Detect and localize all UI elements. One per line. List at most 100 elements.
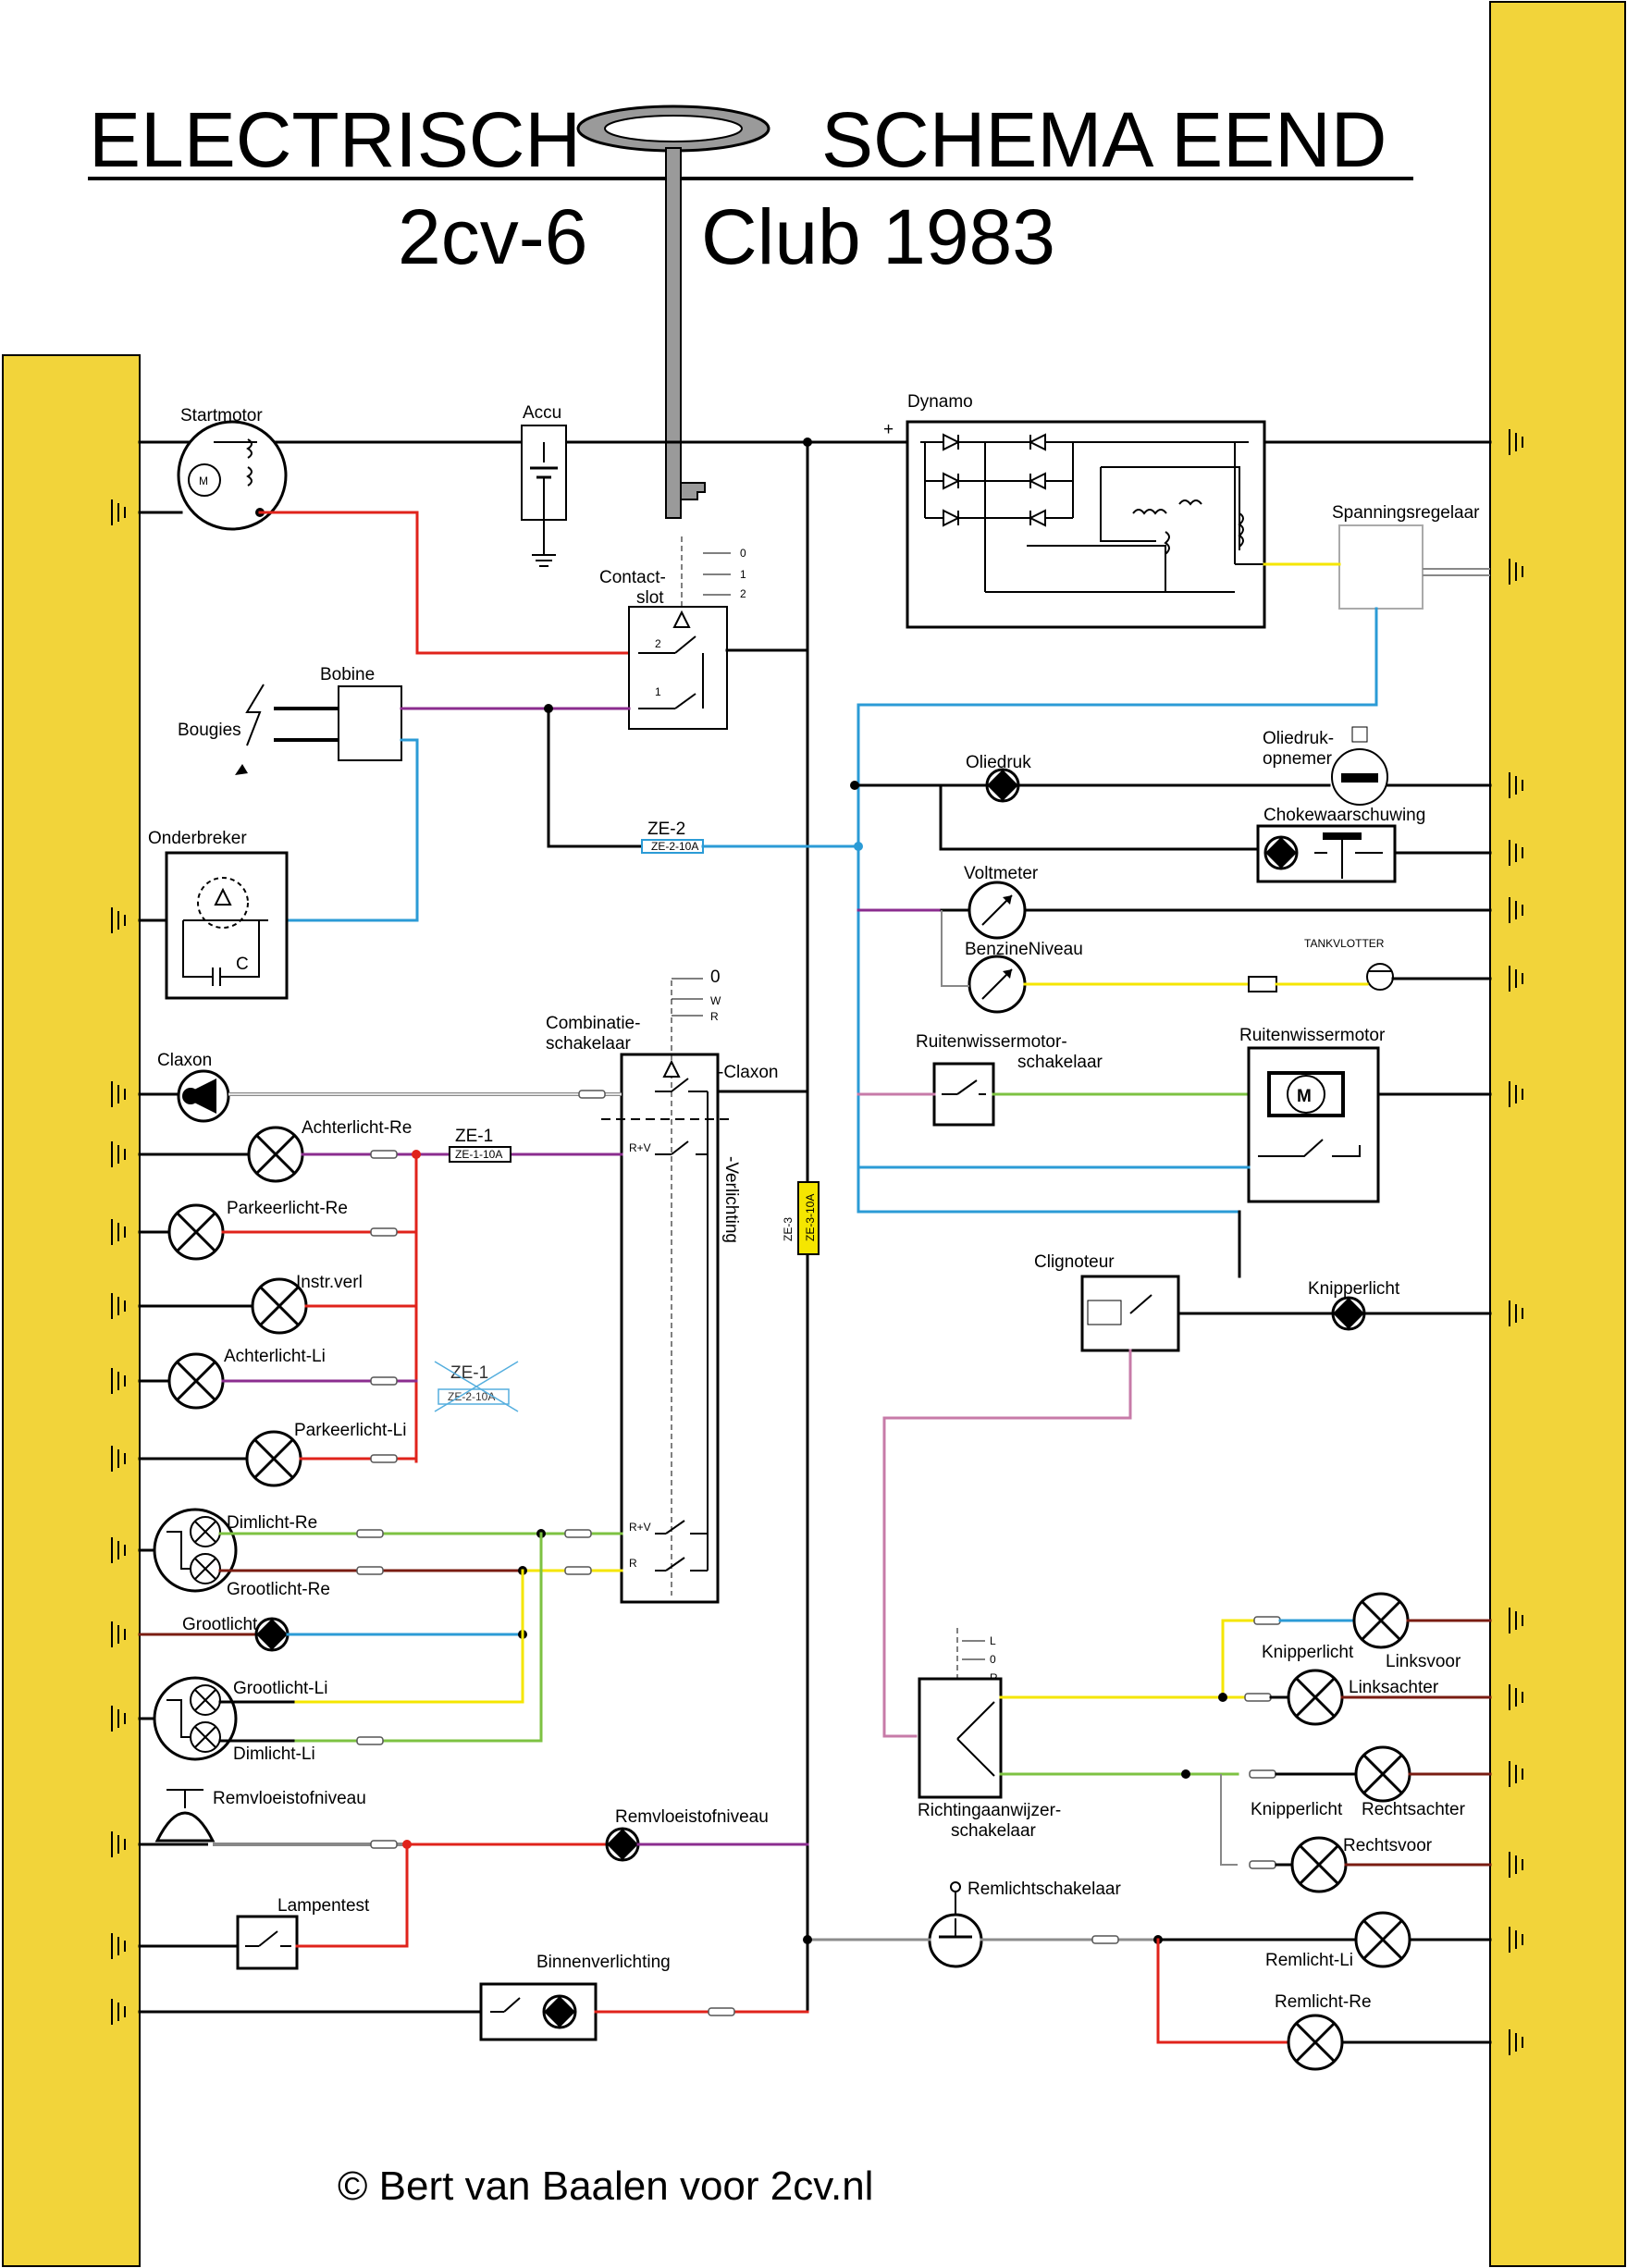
dir-pos-0: 0	[990, 1653, 996, 1666]
lampentest-label: Lampentest	[277, 1896, 370, 1916]
chokewaarschuwing: Chokewaarschuwing	[1256, 806, 1425, 883]
claxon-label: Claxon	[157, 1051, 212, 1070]
remlicht-re-label: Remlicht-Re	[1275, 1992, 1372, 2012]
comb-pos-w: W	[710, 994, 721, 1007]
knipperlicht-achter-label: Knipperlicht	[1251, 1800, 1343, 1819]
fuse-ze2-sub: ZE-2-10A	[651, 840, 698, 853]
binnenverlichting-label: Binnenverlichting	[536, 1953, 671, 1972]
lamp-remlicht-li	[1354, 1911, 1411, 1968]
achterlicht-li-label: Achterlicht-Li	[224, 1347, 326, 1366]
lamp-parkeerlicht-li	[245, 1430, 302, 1487]
koplamp-li	[153, 1676, 238, 1761]
remlicht-li-label: Remlicht-Li	[1265, 1951, 1353, 1970]
bobine: Bobine	[320, 665, 402, 761]
tankvlotter-label: TANKVLOTTER	[1304, 937, 1385, 950]
fuse-ze3-sub: ZE-3-10A	[804, 1194, 817, 1241]
richtingaanwijzer-label-2: schakelaar	[951, 1821, 1037, 1841]
accu: Accu	[521, 403, 567, 567]
knipperlicht-lamp	[1331, 1296, 1366, 1331]
oliedrukopnemer: Oliedruk- opnemer	[1263, 726, 1388, 806]
oliedrukopnemer-label-1: Oliedruk-	[1263, 729, 1334, 748]
comb-pos-0: 0	[710, 968, 721, 987]
fuse-ze2: ZE-2 ZE-2-10A	[641, 820, 704, 854]
onderbreker: Onderbreker C	[148, 829, 289, 1000]
lamp-knipperlicht-rechtsachter	[1354, 1745, 1411, 1803]
svg-text:+: +	[883, 420, 894, 439]
fuse-ze1-sub: ZE-1-10A	[455, 1148, 502, 1161]
lamp-grootlicht	[254, 1617, 290, 1652]
startmotor-m-label: M	[199, 475, 208, 487]
ground-rail-left	[2, 354, 141, 2267]
wire-bobine-blue	[285, 738, 419, 922]
ruitenwissermotor: Ruitenwissermotor M	[1239, 1026, 1386, 1203]
condensator-label: C	[236, 955, 249, 974]
key-pos-1: 1	[740, 568, 746, 581]
combinatieschakelaar: Combinatie- schakelaar 0 W R -Claxon -Ve…	[546, 968, 778, 1604]
richtingaanwijzerschakelaar: L 0 R Richtingaanwijzer- schakelaar	[918, 1628, 1061, 1841]
fuse-ze1-crossed-sub: ZE-2-10A	[448, 1390, 495, 1403]
fuse-ze2-label: ZE-2	[647, 820, 685, 839]
ignition-key-icon	[576, 105, 770, 519]
subtitle-left: 2cv-6	[398, 193, 587, 280]
comb-rv-2: R+V	[629, 1521, 651, 1534]
claxon: Claxon	[157, 1051, 230, 1123]
spark-icon	[245, 684, 265, 746]
key-pos-2: 2	[740, 587, 746, 600]
lamp-knipperlicht-rechtsvoor	[1290, 1836, 1348, 1893]
achterlicht-re-label: Achterlicht-Re	[302, 1118, 412, 1138]
bobine-label: Bobine	[320, 665, 375, 684]
koplamp-re	[153, 1508, 238, 1593]
lamp-achterlicht-re	[247, 1126, 304, 1183]
dimlicht-re-label: Dimlicht-Re	[227, 1513, 317, 1533]
ruitenwissermotor-m: M	[1297, 1087, 1312, 1106]
parkeerlicht-li-label: Parkeerlicht-Li	[294, 1421, 406, 1440]
startmotor: Startmotor M	[177, 406, 288, 531]
lamp-remvloeistofniveau	[605, 1827, 640, 1862]
benzineniveau-label: BenzineNiveau	[965, 940, 1083, 959]
linksvoor-label: Linksvoor	[1386, 1652, 1461, 1671]
comb-r: R	[629, 1557, 637, 1570]
rechtsvoor-label: Rechtsvoor	[1343, 1836, 1433, 1855]
title-left: ELECTRISCH	[89, 96, 581, 183]
knipperlicht-voor-label: Knipperlicht	[1262, 1643, 1354, 1662]
copyright: © Bert van Baalen voor 2cv.nl	[338, 2163, 873, 2209]
subtitle-right: Club 1983	[701, 193, 1055, 280]
lamp-knipperlicht-linksachter	[1287, 1669, 1344, 1726]
clignoteur: Clignoteur	[1034, 1252, 1180, 1352]
lamp-achterlicht-li	[167, 1352, 225, 1410]
spanningsregelaar: Spanningsregelaar	[1332, 503, 1480, 610]
grootlicht-re-label: Grootlicht-Re	[227, 1580, 330, 1599]
instr-verl-label: Instr.verl	[296, 1273, 363, 1292]
voltmeter-label: Voltmeter	[964, 864, 1039, 883]
onderbreker-label: Onderbreker	[148, 829, 247, 848]
fuse-ze3: ZE-3 ZE-3-10A	[782, 1181, 820, 1255]
contactslot-label-2: slot	[636, 588, 664, 608]
ruitenwissermotor-schakelaar: Ruitenwissermotor- schakelaar	[916, 1032, 1103, 1127]
dir-pos-l: L	[990, 1634, 996, 1647]
linksachter-label: Linksachter	[1349, 1678, 1439, 1697]
ground-rail-right	[1489, 1, 1626, 2267]
comb-claxon-label: -Claxon	[718, 1063, 778, 1082]
dynamo-label: Dynamo	[907, 392, 973, 412]
benzineniveau: BenzineNiveau	[965, 940, 1083, 1014]
tankvlotter: TANKVLOTTER	[1248, 937, 1394, 992]
fuse-ze1-label: ZE-1	[455, 1127, 493, 1146]
comb-rv-1: R+V	[629, 1141, 651, 1154]
voltmeter: Voltmeter	[964, 864, 1039, 940]
oliedruk-label: Oliedruk	[966, 753, 1031, 772]
fuse-ze3-label: ZE-3	[782, 1217, 795, 1241]
richtingaanwijzer-label-1: Richtingaanwijzer-	[918, 1801, 1061, 1820]
oliedrukopnemer-label-2: opnemer	[1263, 749, 1333, 769]
wire-clignoteur-pink	[882, 1349, 1132, 1738]
remlichtschakelaar: Remlichtschakelaar	[928, 1880, 1121, 1968]
ruitenwissermotor-label: Ruitenwissermotor	[1239, 1026, 1386, 1045]
lampentest: Lampentest	[236, 1896, 370, 1970]
lamp-parkeerlicht-re	[167, 1203, 225, 1261]
remvloeistofniveau-lamp-label: Remvloeistofniveau	[615, 1807, 769, 1827]
lamp-remlicht-re	[1287, 2014, 1344, 2071]
clignoteur-label: Clignoteur	[1034, 1252, 1115, 1272]
comb-verlichting-label: -Verlichting	[721, 1156, 741, 1243]
svg-text:2: 2	[655, 637, 661, 650]
bougies: Bougies	[178, 684, 339, 775]
